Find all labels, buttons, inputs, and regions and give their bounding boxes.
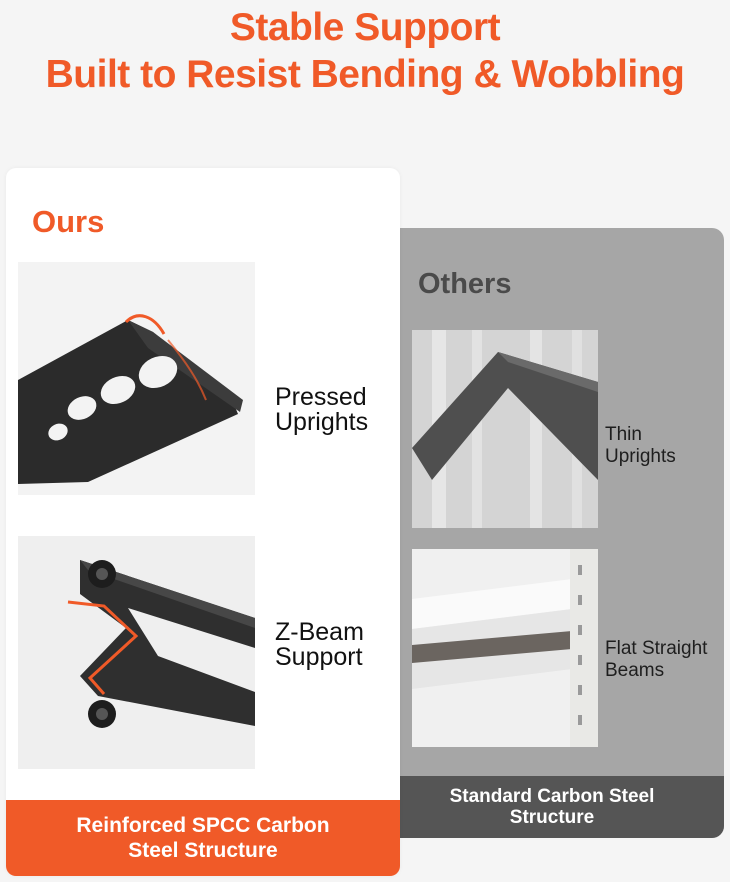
others-title: Others <box>418 268 512 300</box>
ours-card: Ours Pressed Uprights Z-Be <box>6 168 400 876</box>
pressed-upright-image <box>18 262 255 495</box>
ours-feature-label-1: Pressed Uprights <box>275 383 369 436</box>
thin-upright-image <box>412 330 598 528</box>
others-card: Others Thin Uprights <box>380 228 724 838</box>
headline-line-1: Stable Support <box>229 6 501 49</box>
flat-beam-image <box>412 549 598 747</box>
others-footer: Standard Carbon Steel Structure <box>380 776 724 838</box>
others-feature-label-2: Flat Straight Beams <box>605 638 708 681</box>
headline-line-2: Built to Resist Bending & Wobbling <box>45 53 685 96</box>
others-feature-label-1: Thin Uprights <box>605 424 676 467</box>
ours-feature-label-2: Z-Beam Support <box>275 618 364 671</box>
ours-title: Ours <box>32 204 105 239</box>
z-beam-image <box>18 536 255 769</box>
ours-footer: Reinforced SPCC Carbon Steel Structure <box>6 800 400 876</box>
headline: Stable Support Built to Resist Bending &… <box>0 4 730 98</box>
